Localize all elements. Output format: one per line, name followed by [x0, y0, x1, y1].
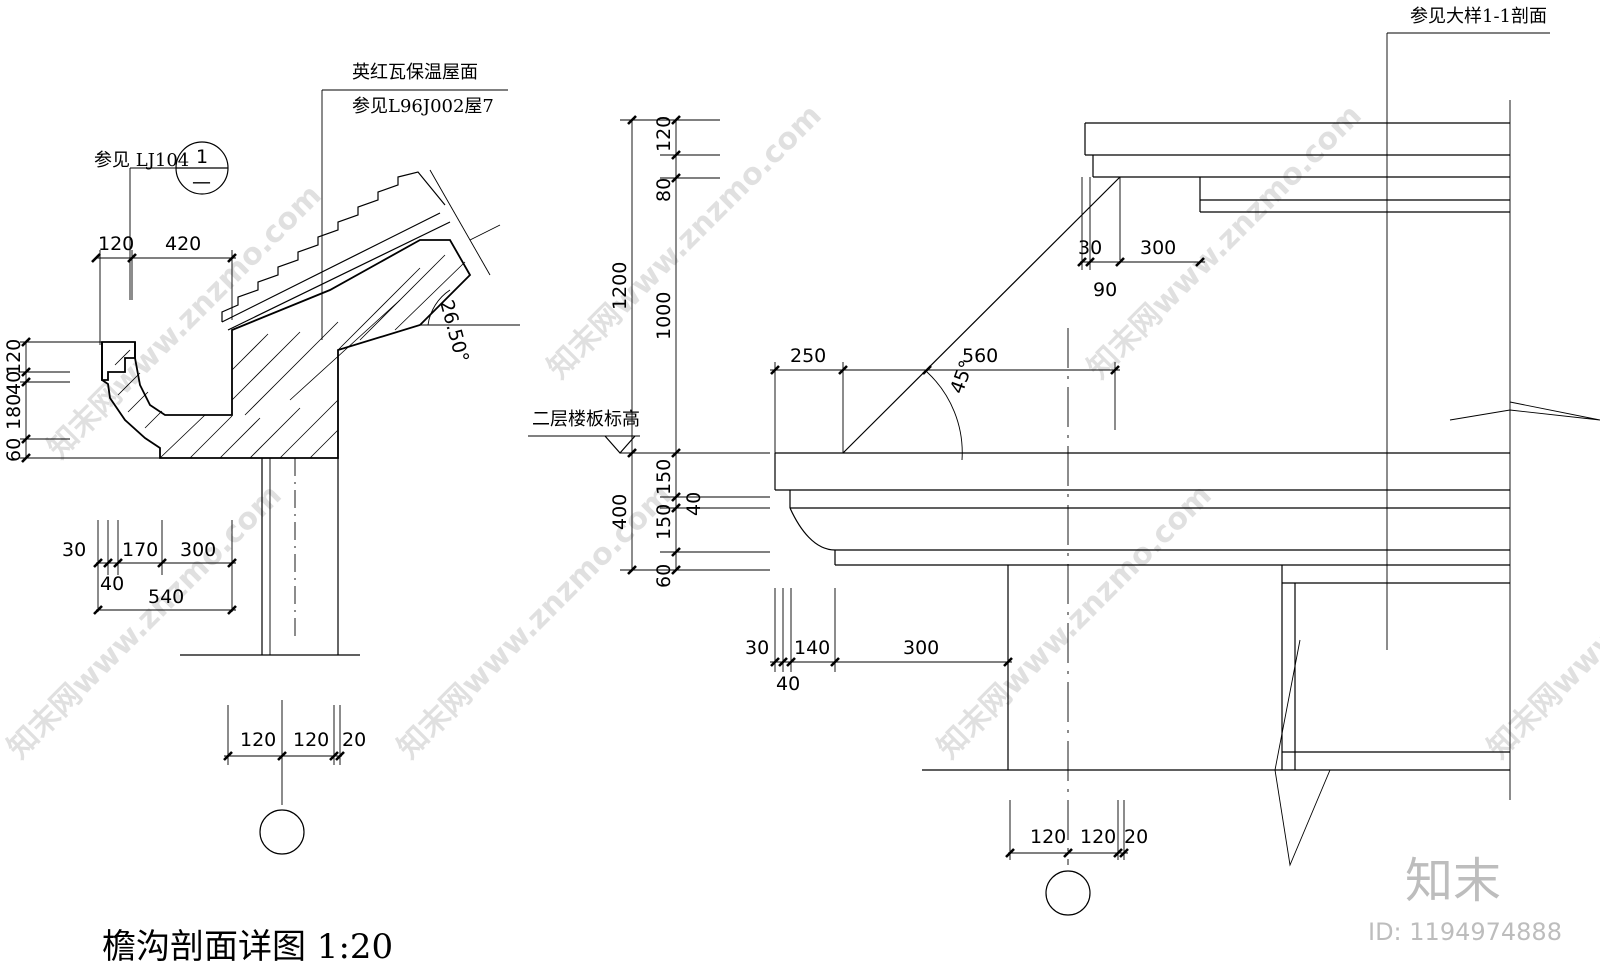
ref-index-bottom: —: [192, 171, 211, 193]
dim-left-col-120b: 120: [293, 729, 329, 751]
dim-mid-v-120: 120: [653, 116, 675, 152]
dim-right-b-40: 40: [776, 673, 800, 695]
dim-right-m-250: 250: [790, 345, 826, 367]
dim-right-t-300: 300: [1140, 237, 1176, 259]
right-cornice-section: 45° 参见大样1-1剖面 30: [745, 6, 1600, 916]
watermark-text: 知末网www.znzmo.com: [391, 478, 679, 766]
dim-left-top-420: 420: [165, 233, 201, 255]
brand-id: ID: 1194974888: [1368, 918, 1562, 946]
floor-level-label: 二层楼板标高: [532, 409, 640, 430]
dim-right-col-120b: 120: [1080, 826, 1116, 848]
dim-right-t-90: 90: [1093, 279, 1117, 301]
dim-left-b-30: 30: [62, 539, 86, 561]
slope-angle-arc: [427, 289, 451, 326]
dim-left-v-120: 120: [3, 339, 25, 375]
floor-level-triangle: [604, 435, 636, 454]
bevel-45-line: [842, 176, 1121, 454]
axis-bubble-left: [259, 809, 305, 855]
watermark-text: 知末网www.znzmo.com: [931, 478, 1219, 766]
dim-mid-v-150b: 150: [653, 504, 675, 540]
axis-bubble-right: [1045, 870, 1091, 916]
roof-tiles: [221, 171, 446, 322]
dim-right-b-300: 300: [903, 637, 939, 659]
watermark-text: 知末网www.znzmo.com: [1481, 478, 1600, 766]
middle-vertical-dimensions: 120 80 1200 1000 150 40 400 150 60 二层楼板标…: [528, 115, 770, 588]
dim-left-col-120a: 120: [240, 729, 276, 751]
dim-left-v-40: 40: [3, 371, 25, 395]
drawing-title: 檐沟剖面详图 1:20: [102, 927, 393, 967]
dim-right-t-30: 30: [1078, 237, 1102, 259]
slope-angle-label: 26.50°: [435, 298, 473, 365]
detail-ref-label: 参见大样1-1剖面: [1410, 6, 1547, 27]
dim-mid-v-150a: 150: [653, 459, 675, 495]
brand-logo-text: 知末: [1405, 853, 1501, 909]
tile-underlay-2: [227, 221, 451, 331]
roof-note-line1: 英红瓦保温屋面: [352, 62, 478, 83]
dim-mid-v-40: 40: [683, 492, 705, 516]
dim-right-b-140: 140: [794, 637, 830, 659]
dim-right-col-120a: 120: [1030, 826, 1066, 848]
dim-left-b-540: 540: [148, 586, 184, 608]
concrete-hatch: [114, 254, 466, 459]
dim-left-b-40: 40: [100, 573, 124, 595]
watermarks: 知末网www.znzmo.com 知末网www.znzmo.com 知末网www…: [1, 98, 1600, 766]
dim-right-col-20: 20: [1124, 826, 1148, 848]
dim-mid-v-400: 400: [609, 494, 631, 530]
tile-underlay: [221, 212, 441, 323]
ref-lj-label: 参见 LJ104: [94, 150, 189, 171]
dim-left-top-120: 120: [98, 233, 134, 255]
dim-left-b-300: 300: [180, 539, 216, 561]
dim-left-v-60: 60: [3, 438, 25, 462]
slope-ref-line: [429, 169, 491, 276]
dim-mid-v-1000: 1000: [653, 292, 675, 340]
bevel-angle-arc: [926, 371, 963, 461]
ref-index-top: 1: [196, 146, 208, 168]
watermark-text: 知末网www.znzmo.com: [1, 478, 289, 766]
dim-left-b-170: 170: [122, 539, 158, 561]
dim-mid-v-60: 60: [653, 564, 675, 588]
dim-left-col-20: 20: [342, 729, 366, 751]
dim-right-b-30: 30: [745, 637, 769, 659]
watermark-text: 知末网www.znzmo.com: [541, 98, 829, 386]
break-line-right: [1449, 401, 1600, 421]
tile-arrow: [469, 224, 501, 241]
dim-right-m-560: 560: [962, 345, 998, 367]
cornice-curve: [789, 507, 836, 551]
dim-left-v-180: 180: [3, 394, 25, 430]
dim-mid-v-1200: 1200: [609, 262, 631, 310]
roof-note-line2: 参见L96J002屋7: [352, 96, 494, 117]
dim-mid-v-80: 80: [653, 178, 675, 202]
watermark-text: 知末网www.znzmo.com: [1081, 98, 1369, 386]
break-line-lower: [1274, 639, 1331, 867]
